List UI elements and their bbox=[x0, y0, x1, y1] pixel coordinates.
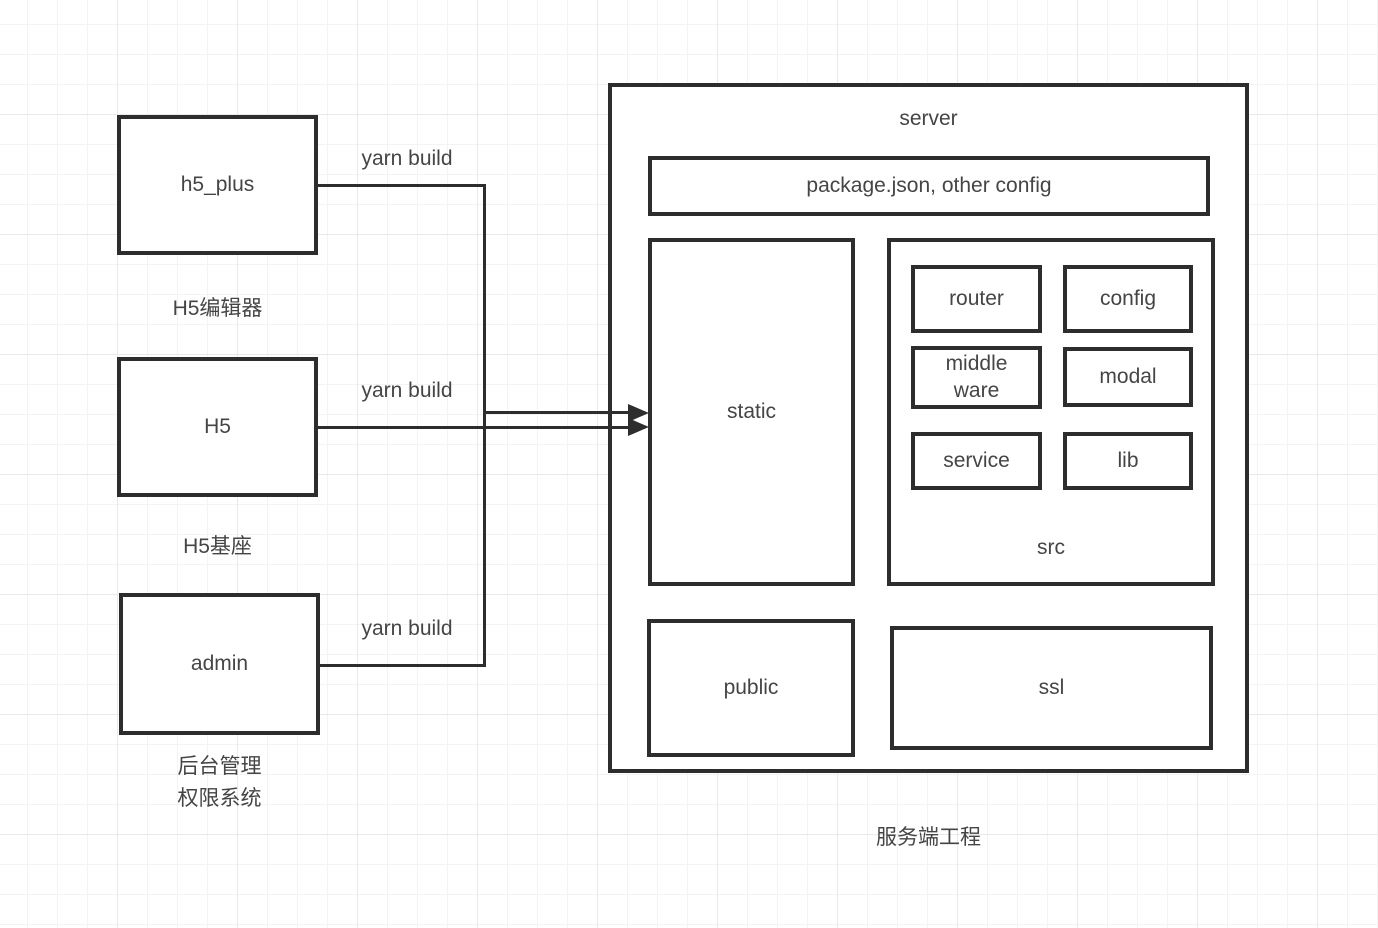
edge-label-yarn-build-1: yarn build bbox=[361, 147, 453, 170]
node-admin-label: admin bbox=[190, 651, 249, 675]
node-ssl-label: ssl bbox=[1038, 675, 1065, 699]
node-public-label: public bbox=[723, 675, 779, 699]
node-service: service bbox=[911, 432, 1042, 490]
node-config-label: config bbox=[1099, 286, 1157, 310]
node-config: config bbox=[1063, 265, 1193, 333]
node-public: public bbox=[647, 619, 855, 757]
node-h5-label: H5 bbox=[204, 414, 231, 438]
caption-server: 服务端工程 bbox=[876, 826, 981, 849]
node-lib: lib bbox=[1063, 432, 1193, 490]
node-h5-plus: h5_plus bbox=[117, 115, 318, 255]
node-router-label: router bbox=[949, 286, 1004, 310]
node-modal-label: modal bbox=[1099, 364, 1157, 388]
caption-h5: H5基座 bbox=[183, 535, 252, 558]
connector-h5-plus-out bbox=[318, 184, 486, 187]
node-static: static bbox=[648, 238, 855, 586]
node-modal: modal bbox=[1063, 347, 1193, 407]
connector-vertical-bus bbox=[483, 184, 486, 667]
edge-label-yarn-build-2: yarn build bbox=[361, 379, 453, 402]
connector-bus-to-static bbox=[483, 411, 629, 414]
arrowhead-icon-top bbox=[628, 404, 649, 422]
arrowhead-icon-bottom bbox=[628, 418, 649, 436]
node-lib-label: lib bbox=[1117, 448, 1139, 472]
node-service-label: service bbox=[943, 448, 1010, 472]
connector-h5-to-static bbox=[318, 426, 629, 429]
node-h5: H5 bbox=[117, 357, 318, 497]
node-ssl: ssl bbox=[890, 626, 1213, 750]
node-package-config-label: package.json, other config bbox=[806, 173, 1052, 197]
edge-label-yarn-build-3: yarn build bbox=[361, 617, 453, 640]
node-admin: admin bbox=[119, 593, 320, 735]
node-middleware: middle ware bbox=[911, 346, 1042, 409]
node-h5-plus-label: h5_plus bbox=[180, 172, 255, 196]
connector-admin-out bbox=[320, 664, 483, 667]
node-middleware-label: middle ware bbox=[945, 352, 1008, 402]
node-static-label: static bbox=[726, 399, 776, 423]
caption-admin: 后台管理 权限系统 bbox=[177, 755, 262, 810]
server-title: server bbox=[899, 107, 958, 130]
caption-h5-plus: H5编辑器 bbox=[172, 297, 263, 320]
node-package-config: package.json, other config bbox=[648, 156, 1210, 216]
src-label: src bbox=[1037, 536, 1065, 559]
node-router: router bbox=[911, 265, 1042, 333]
